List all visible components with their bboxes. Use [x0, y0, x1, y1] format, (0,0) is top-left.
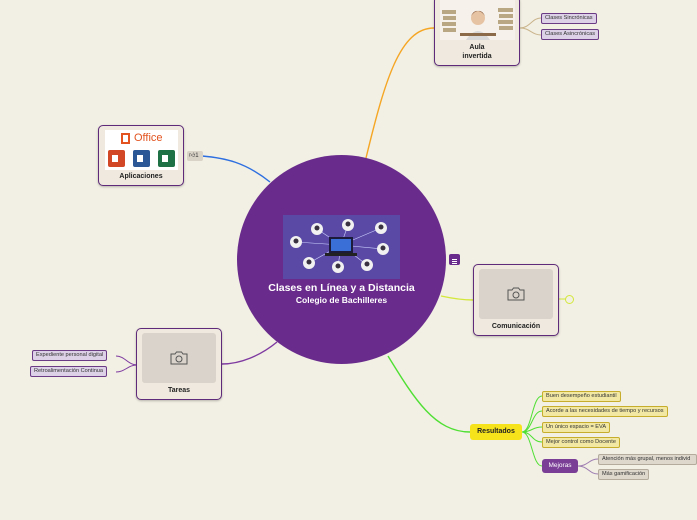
tag-clases-sincronicas[interactable]: Clases Sincrónicas [541, 13, 597, 24]
resultados-node[interactable]: Resultados [470, 424, 522, 440]
tareas-image-placeholder [142, 333, 216, 383]
aula-invertida-node[interactable]: Aula invertida [434, 0, 520, 66]
central-image [283, 215, 400, 279]
tag-clases-asincronicas[interactable]: Clases Asincrónicas [541, 29, 600, 40]
link-comunicacion [440, 295, 474, 301]
link-mejoras-children [577, 458, 599, 475]
like-badge[interactable]: 👍︎1 [187, 151, 203, 161]
thumbs-up-icon: 👍︎ [189, 153, 196, 159]
link-aula [365, 27, 435, 159]
camera-icon [170, 351, 188, 365]
central-topic[interactable]: Clases en Línea y a Distancia Colegio de… [237, 155, 446, 364]
link-aula-children [519, 17, 542, 36]
tareas-label: Tareas [167, 387, 191, 394]
link-tareas-children [115, 355, 138, 373]
aula-invertida-label-line1: Aula [469, 44, 485, 51]
expand-circle-icon[interactable] [565, 295, 574, 304]
tag-mejor-control[interactable]: Mejor control como Docente [542, 437, 620, 448]
tag-mas-gamificacion[interactable]: Más gamificación [598, 469, 650, 480]
tag-acorde-necesidades[interactable]: Acorde a las necesidades de tiempo y rec… [542, 406, 668, 417]
office-text: Office [134, 132, 163, 144]
link-resultados-children [521, 395, 543, 467]
tag-atencion-grupal[interactable]: Atención más grupal, menos individ [598, 454, 697, 465]
aula-invertida-label-line2: invertida [462, 53, 492, 60]
office-logo: Office [105, 130, 178, 170]
tag-buen-desempeno[interactable]: Buen desempeño estudiantil [542, 391, 621, 402]
aplicaciones-label: Aplicaciones [119, 173, 163, 180]
tag-expediente-personal-digital[interactable]: Expediente personal digital [32, 350, 108, 361]
tag-retroalimentacion-continua[interactable]: Retroalimentación Continua [30, 366, 108, 377]
aplicaciones-node[interactable]: Office Aplicaciones [98, 125, 184, 186]
mejoras-node[interactable]: Mejoras [542, 459, 578, 473]
link-resultados [387, 355, 471, 433]
comunicacion-image-placeholder [479, 269, 553, 319]
tag-unico-espacio[interactable]: Un único espacio = EVA [542, 422, 611, 433]
aula-invertida-image [440, 0, 515, 40]
camera-icon [507, 287, 525, 301]
tareas-node[interactable]: Tareas [136, 328, 222, 400]
central-subtitle: Colegio de Bachilleres [295, 295, 388, 305]
like-count: 1 [195, 153, 199, 159]
link-tareas [221, 341, 278, 365]
comunicacion-label: Comunicación [491, 323, 541, 330]
comunicacion-node[interactable]: Comunicación [473, 264, 559, 336]
central-title: Clases en Línea y a Distancia [268, 282, 415, 294]
notes-icon[interactable] [449, 254, 460, 265]
link-aplicaciones [201, 155, 271, 183]
